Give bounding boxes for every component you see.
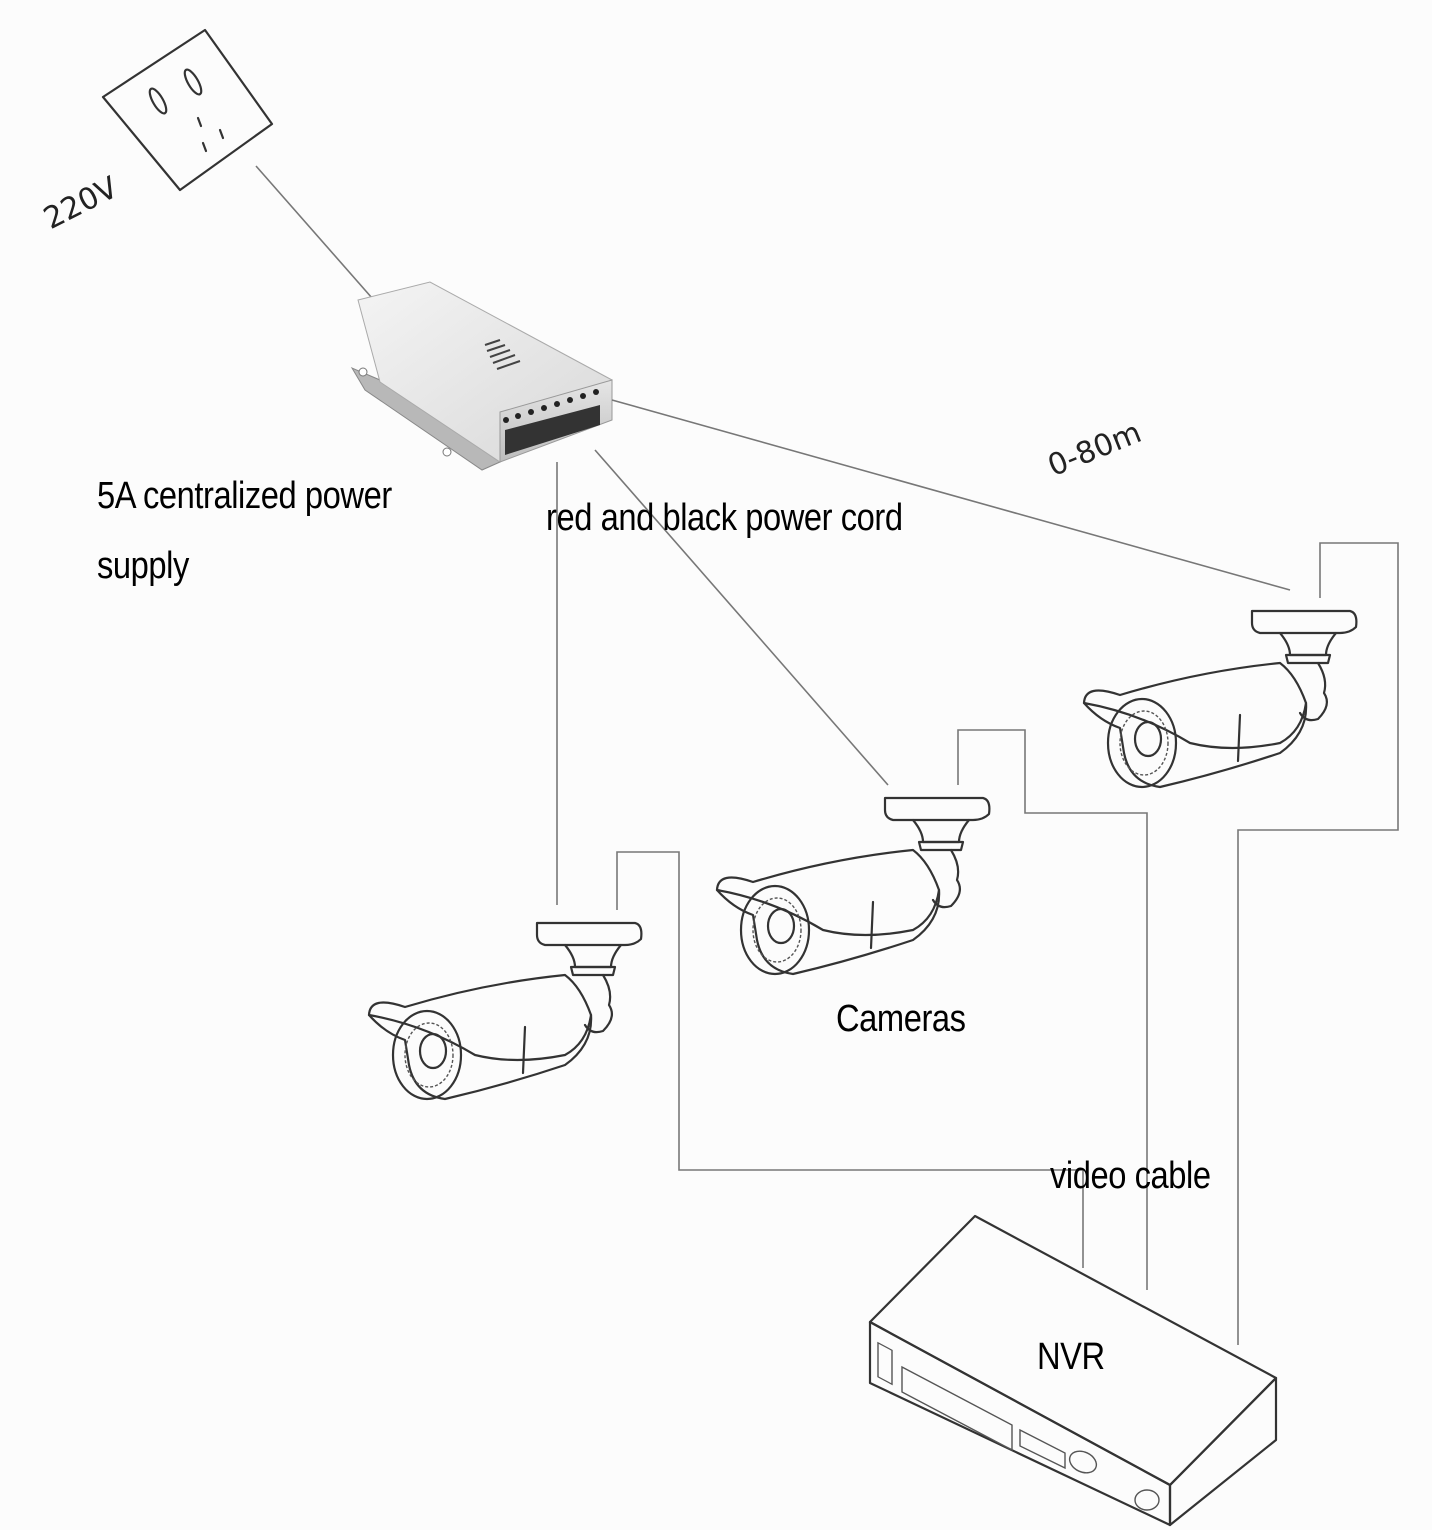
video-cable-cam2 — [957, 729, 1148, 1290]
camera-icon — [367, 921, 643, 1101]
power-supply-icon — [350, 281, 613, 471]
nvr-label: NVR — [1037, 1336, 1105, 1378]
video-cable-cam3 — [1237, 542, 1399, 1345]
camera-icon — [715, 796, 991, 976]
video-cable-cam1 — [616, 851, 1084, 1268]
mains-wire — [255, 165, 373, 299]
video-cable-label: video cable — [1050, 1155, 1211, 1197]
psu-label-line2: supply — [97, 545, 189, 587]
cameras-label: Cameras — [836, 998, 966, 1040]
power-cord-cam2 — [594, 449, 889, 786]
nvr-icon — [868, 1214, 1278, 1527]
power-cord-label: red and black power cord — [546, 497, 903, 539]
psu-label-line1: 5A centralized power — [97, 475, 392, 517]
camera-icon — [1082, 609, 1358, 789]
power-cords — [556, 399, 1291, 905]
video-cables — [616, 542, 1399, 1345]
power-cord-cam3 — [611, 399, 1291, 591]
wall-outlet-icon — [101, 28, 274, 192]
